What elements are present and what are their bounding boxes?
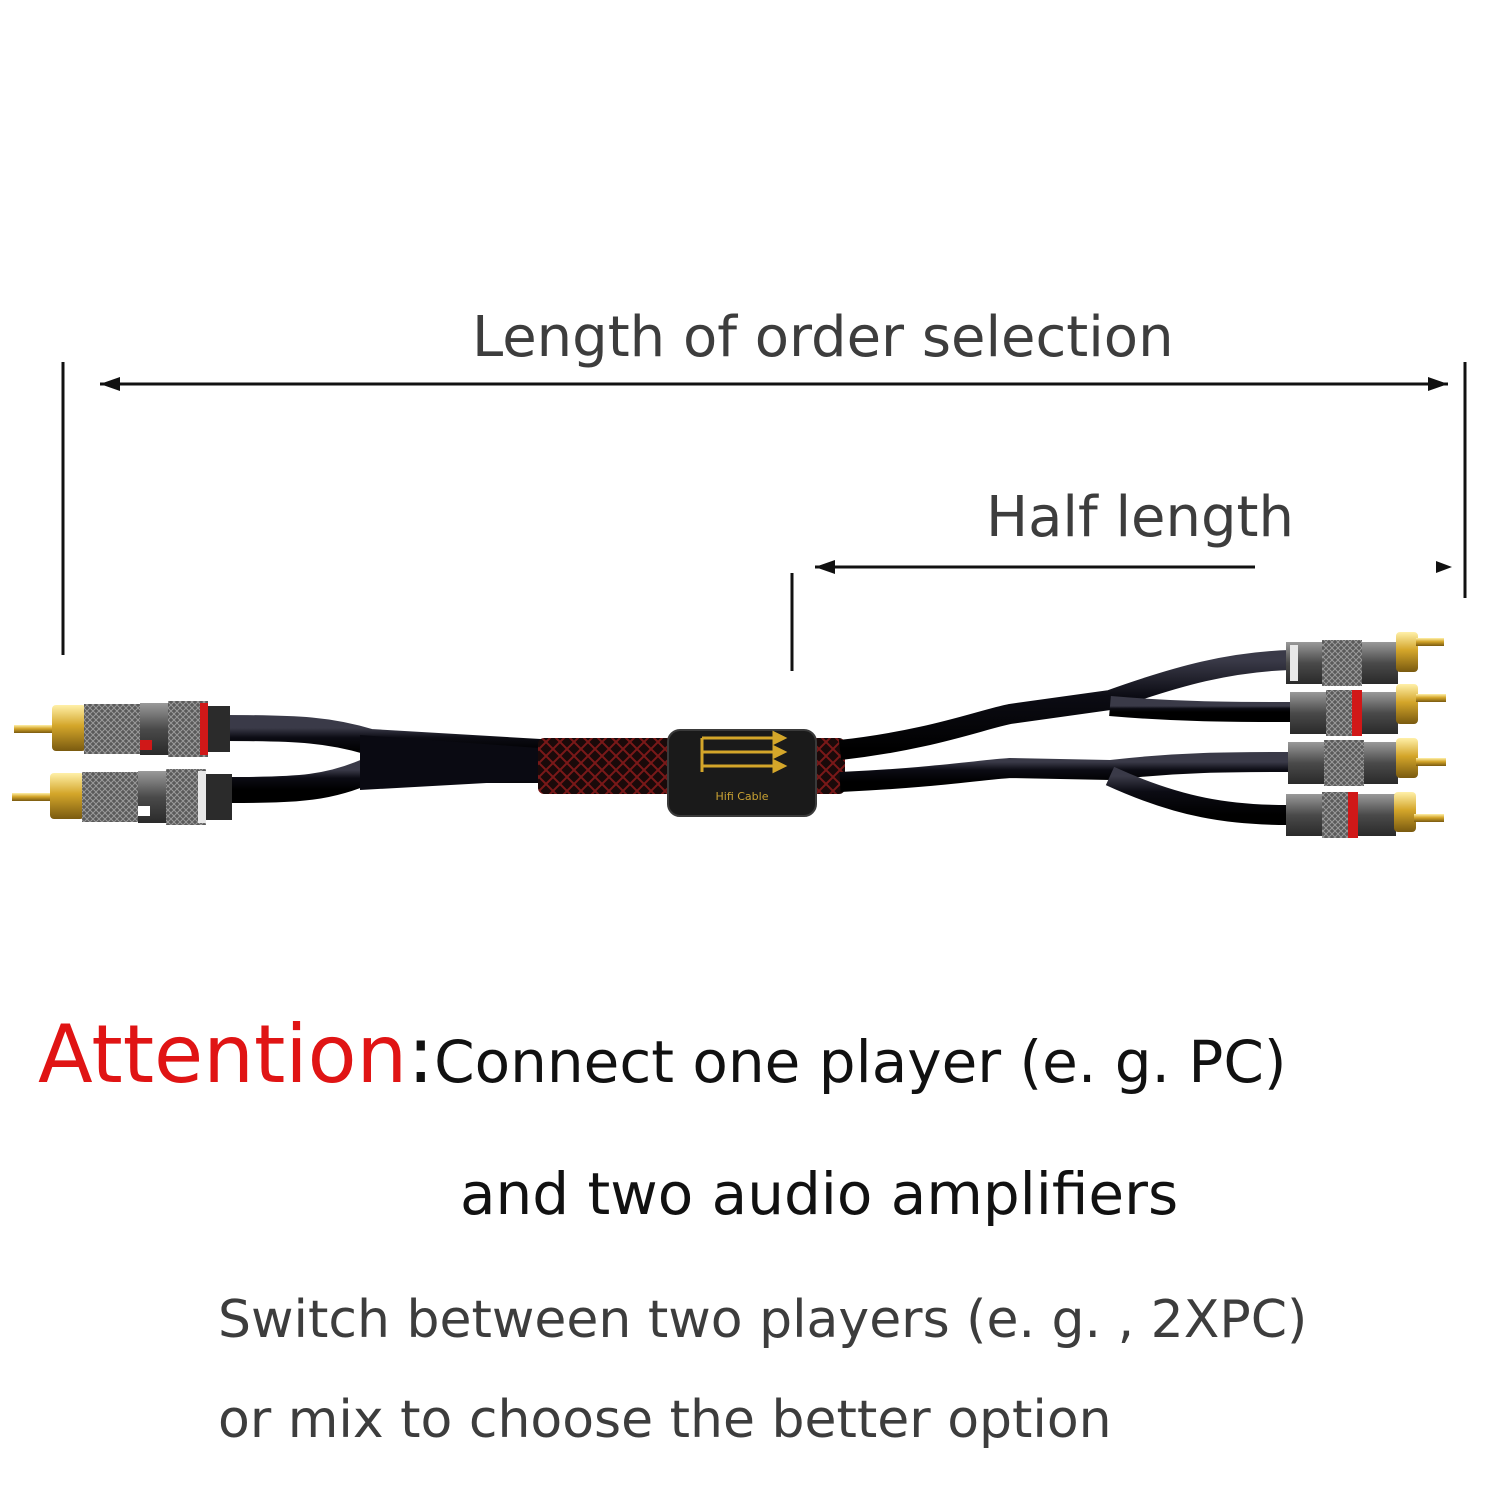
full-length-dimension <box>61 362 1467 655</box>
note-line2: or mix to choose the better option <box>218 1390 1112 1450</box>
right-rca-plug-2 <box>1290 684 1446 736</box>
attention-line: Attention:Connect one player (e. g. PC) <box>38 1008 1287 1101</box>
attention-text-line2: and two audio amplifiers <box>460 1160 1179 1228</box>
full-length-label: Length of order selection <box>472 305 1174 370</box>
attention-colon: : <box>407 1008 435 1101</box>
right-rca-plug-3 <box>1288 738 1446 786</box>
right-rca-plug-4 <box>1286 792 1444 838</box>
left-rca-plug-bottom <box>12 769 232 825</box>
attention-text-line1: Connect one player (e. g. PC) <box>434 1028 1287 1096</box>
half-length-dimension <box>790 560 1452 671</box>
splitter-label: Hifi Cable <box>716 790 769 803</box>
note-line1: Switch between two players (e. g. , 2XPC… <box>218 1290 1308 1350</box>
half-length-label: Half length <box>986 485 1294 550</box>
splitter-block <box>667 729 817 817</box>
right-rca-plug-1 <box>1286 632 1444 686</box>
cable-assembly: Hifi Cable <box>224 650 1293 825</box>
arrows-logo-icon <box>700 730 788 774</box>
left-rca-plug-top <box>14 701 230 757</box>
attention-label: Attention <box>38 1008 408 1101</box>
